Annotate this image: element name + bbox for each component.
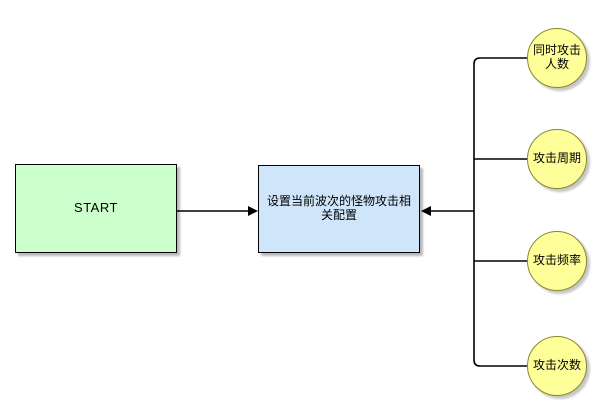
- arrowhead-right-icon: [248, 206, 258, 216]
- node-attribute-attack-times[interactable]: 攻击次数: [527, 336, 587, 396]
- node-attribute-attack-frequency[interactable]: 攻击频率: [527, 231, 587, 291]
- edge-trunk-to-process: [421, 206, 474, 216]
- edge-start-to-process: [177, 206, 258, 216]
- node-attribute-attack-cycle[interactable]: 攻击周期: [527, 129, 587, 189]
- edge-attribute-trunk: [473, 57, 527, 367]
- node-start[interactable]: START: [15, 164, 177, 253]
- node-attribute-simultaneous-attack-count[interactable]: 同时攻击 人数: [527, 28, 587, 88]
- arrowhead-left-icon: [421, 206, 431, 216]
- node-process-config[interactable]: 设置当前波次的怪物攻击相关配置: [258, 165, 420, 253]
